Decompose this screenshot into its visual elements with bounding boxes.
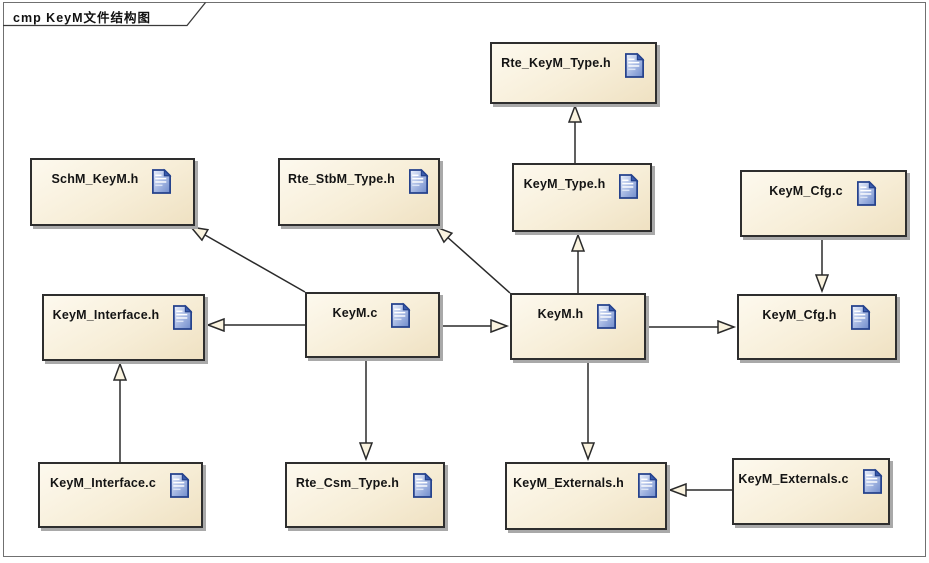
node-label: KeyM.h	[537, 307, 584, 321]
node-rte-keym-type-h[interactable]: Rte_KeyM_Type.h	[490, 42, 657, 104]
node-label: KeyM_Externals.h	[513, 476, 624, 490]
node-label: KeyM_Type.h	[523, 177, 606, 191]
node-label: KeyM_Interface.c	[49, 476, 157, 490]
frame-tab-outline	[3, 2, 207, 27]
document-icon	[171, 304, 194, 331]
document-icon	[636, 472, 659, 499]
document-icon	[389, 302, 412, 329]
node-keym-cfg-c[interactable]: KeyM_Cfg.c	[740, 170, 907, 237]
node-keym-interface-h[interactable]: KeyM_Interface.h	[42, 294, 205, 361]
node-label: KeyM.c	[332, 306, 378, 320]
node-keym-externals-c[interactable]: KeyM_Externals.c	[732, 458, 890, 525]
document-icon	[150, 168, 173, 195]
node-label: KeyM_Cfg.c	[769, 184, 843, 198]
node-keym-interface-c[interactable]: KeyM_Interface.c	[38, 462, 203, 528]
document-icon	[849, 304, 872, 331]
node-label: Rte_KeyM_Type.h	[501, 56, 611, 70]
node-label: SchM_KeyM.h	[51, 172, 139, 186]
node-schm-keym-h[interactable]: SchM_KeyM.h	[30, 158, 195, 226]
document-icon	[623, 52, 646, 79]
node-keym-h[interactable]: KeyM.h	[510, 293, 646, 360]
document-icon	[595, 303, 618, 330]
document-icon	[861, 468, 884, 495]
node-label: Rte_StbM_Type.h	[288, 172, 395, 186]
node-label: KeyM_Cfg.h	[762, 308, 837, 322]
edge-keym-c-to-schm-keym-h[interactable]	[191, 227, 306, 293]
node-keym-cfg-h[interactable]: KeyM_Cfg.h	[737, 294, 897, 360]
node-rte-csm-type-h[interactable]: Rte_Csm_Type.h	[285, 462, 445, 528]
node-keym-type-h[interactable]: KeyM_Type.h	[512, 163, 652, 232]
document-icon	[168, 472, 191, 499]
diagram-title: cmp KeyM文件结构图	[13, 11, 152, 25]
node-label: KeyM_Interface.h	[52, 308, 160, 322]
document-icon	[407, 168, 430, 195]
node-rte-stbm-type-h[interactable]: Rte_StbM_Type.h	[278, 158, 440, 226]
node-label: KeyM_Externals.c	[738, 472, 849, 486]
node-label: Rte_Csm_Type.h	[295, 476, 400, 490]
document-icon	[617, 173, 640, 200]
node-keym-externals-h[interactable]: KeyM_Externals.h	[505, 462, 667, 530]
document-icon	[411, 472, 434, 499]
edge-keym-h-to-rte-stbm-type-h[interactable]	[436, 227, 511, 294]
document-icon	[855, 180, 878, 207]
node-keym-c[interactable]: KeyM.c	[305, 292, 440, 358]
